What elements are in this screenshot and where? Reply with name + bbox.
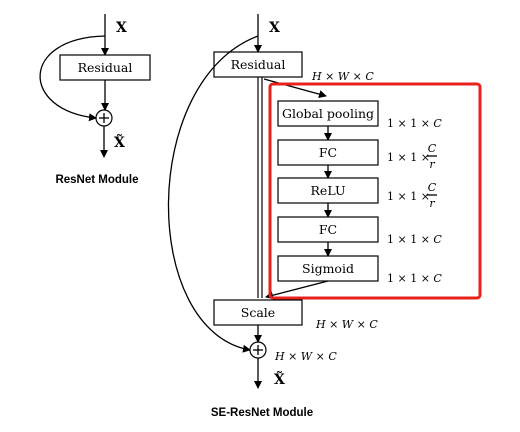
resnet-residual-label: Residual bbox=[78, 60, 133, 75]
relu-dim-numerator: C bbox=[428, 181, 437, 194]
se-sum-dim: H × W × C bbox=[274, 350, 337, 363]
fc1-dim-denominator: r bbox=[429, 158, 435, 171]
se-block-0: Global pooling 1 × 1 × C bbox=[277, 100, 442, 130]
fc1-label: FC bbox=[319, 145, 337, 160]
se-block-3: FC 1 × 1 × C bbox=[277, 216, 442, 246]
scale-dim: H × W × C bbox=[315, 318, 378, 331]
sigmoid-label: Sigmoid bbox=[302, 261, 354, 276]
se-input-label: X bbox=[269, 20, 280, 36]
global-pooling-label: Global pooling bbox=[282, 106, 374, 121]
scale-label: Scale bbox=[241, 305, 275, 320]
resnet-output-label: X̃ bbox=[114, 133, 125, 151]
se-resnet-module: X Residual H × W × C Global pooling 1 × … bbox=[167, 14, 482, 419]
se-residual-label: Residual bbox=[231, 57, 286, 72]
se-block-1: FC 1 × 1 × C r bbox=[277, 139, 437, 171]
relu-label: ReLU bbox=[311, 183, 346, 198]
relu-dim-denominator: r bbox=[429, 197, 435, 210]
resnet-input-label: X bbox=[116, 20, 127, 36]
global-pooling-box bbox=[277, 100, 379, 127]
se-branch-in-arrow bbox=[263, 78, 327, 99]
fc2-label: FC bbox=[319, 222, 337, 237]
fc1-box bbox=[277, 139, 379, 166]
se-block-highlight bbox=[268, 82, 482, 300]
se-branch-out-arrow bbox=[265, 280, 329, 300]
resnet-skip-connection bbox=[39, 35, 106, 122]
fc1-dim-numerator: C bbox=[428, 142, 437, 155]
se-residual-dim: H × W × C bbox=[311, 70, 374, 83]
scale-box bbox=[213, 299, 303, 326]
se-block-4: Sigmoid 1 × 1 × C bbox=[277, 255, 442, 285]
relu-box bbox=[277, 177, 379, 204]
sigmoid-dim: 1 × 1 × C bbox=[387, 272, 442, 285]
se-residual-box bbox=[213, 51, 303, 78]
fc1-dim-prefix: 1 × 1 × bbox=[387, 151, 430, 164]
fc2-dim: 1 × 1 × C bbox=[387, 233, 442, 246]
global-pooling-dim: 1 × 1 × C bbox=[387, 117, 442, 130]
resnet-caption: ResNet Module bbox=[55, 174, 138, 186]
se-output-label: X̃ bbox=[274, 370, 285, 388]
sigmoid-box bbox=[277, 255, 379, 282]
se-skip-connection bbox=[167, 35, 259, 353]
relu-dim-prefix: 1 × 1 × bbox=[387, 190, 430, 203]
resnet-module: X Residual X̃ ResNet Module bbox=[39, 14, 151, 186]
se-block-2: ReLU 1 × 1 × C r bbox=[277, 177, 437, 210]
se-resnet-caption: SE-ResNet Module bbox=[211, 407, 313, 419]
